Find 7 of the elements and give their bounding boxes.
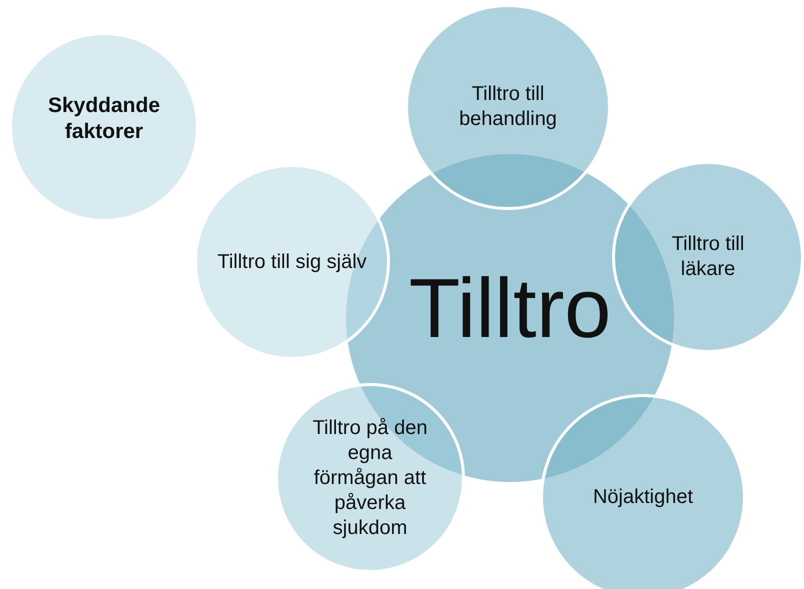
topic-label: Tilltro till läkare [670, 232, 746, 282]
topic-label: Tilltro till sig själv [217, 250, 367, 274]
center-title: Tilltro [408, 266, 612, 350]
heading-text: Skyddande faktorer [46, 92, 162, 145]
topic-label: Nöjaktighet [592, 484, 694, 510]
topic-label: Tilltro till behandling [458, 82, 558, 132]
topic-label: Tilltro på den egna förmågan att påverka sjukdom [312, 416, 428, 540]
